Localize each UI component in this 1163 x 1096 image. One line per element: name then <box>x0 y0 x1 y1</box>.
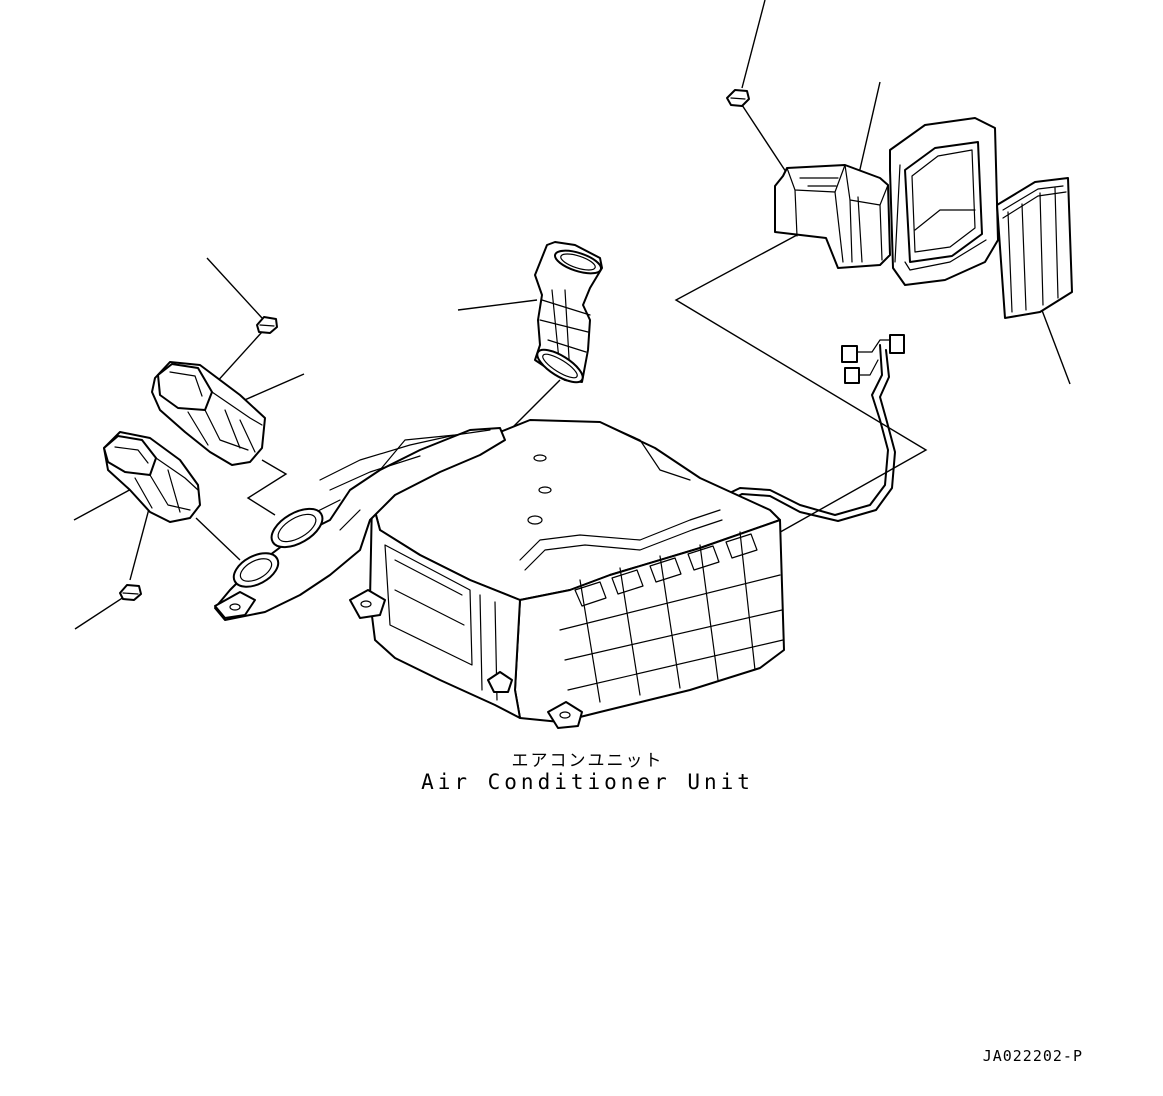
wire-harness-icon <box>707 334 905 522</box>
leader-line-filter <box>1039 304 1071 385</box>
air-conditioner-unit-icon <box>214 419 785 729</box>
clip-icon <box>119 89 750 601</box>
leader-line-clip-to-intake-duct <box>741 104 791 179</box>
leader-line-clip-bottom-to-duct <box>129 504 151 581</box>
leader-line-left-duct-upper-to-unit <box>246 459 288 516</box>
caption-japanese: エアコンユニット <box>511 751 664 771</box>
connector-a <box>841 345 858 363</box>
leader-line-clip-left-bottom <box>74 592 131 630</box>
drawing-number: JA022202-P <box>982 1047 1083 1065</box>
leader-line-left-duct-lower <box>73 486 136 521</box>
leader-line-upper-duct <box>457 299 538 311</box>
leader-line-group-right <box>674 227 928 536</box>
leader-line-intake-duct <box>857 81 881 179</box>
air-filter-icon <box>996 177 1073 319</box>
intake-duct-icon <box>774 164 891 269</box>
clip-left-bottom <box>119 584 142 601</box>
leader-lines <box>73 0 1071 630</box>
leader-line-left-duct-lower-to-unit <box>195 517 241 561</box>
upper-duct-icon <box>534 241 603 384</box>
left-duct-upper-icon <box>151 361 266 466</box>
clip-top-right <box>726 89 750 107</box>
leader-line-left-duct-upper <box>239 373 305 403</box>
connector-c <box>889 334 905 354</box>
caption-english: Air Conditioner Unit <box>421 770 754 794</box>
filter-frame-icon <box>889 117 999 286</box>
left-duct-lower-icon <box>103 431 201 523</box>
leader-line-clip-left-top <box>206 257 263 319</box>
clip-left-top <box>256 316 278 334</box>
leader-line-clip-top-right <box>741 0 766 89</box>
